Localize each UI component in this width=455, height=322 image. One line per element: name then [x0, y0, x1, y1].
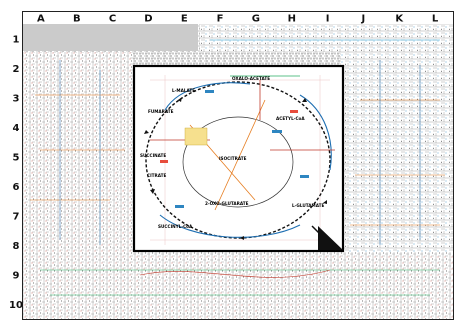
row-header-4: 4 — [13, 123, 20, 134]
row-header-7: 7 — [13, 211, 20, 222]
oxoglutarate-label: 2-OXO-GLUTARATE — [205, 201, 249, 206]
row-header-10: 10 — [9, 300, 23, 311]
column-header-h: H — [288, 14, 296, 25]
column-header-i: I — [326, 14, 330, 25]
row-header-1: 1 — [13, 34, 20, 45]
column-header-d: D — [144, 14, 152, 25]
oxaloacetate-label: OXALO-ACETATE — [232, 76, 270, 81]
column-header-f: F — [217, 14, 224, 25]
fumarate-label: FUMARATE — [148, 109, 174, 114]
succinate-label: SUCCINATE — [140, 153, 166, 158]
column-header-l: L — [432, 14, 439, 25]
column-header-a: A — [37, 14, 45, 25]
tca-cycle-inset: L-MALATE FUMARATE SUCCINATE CITRATE ISOC… — [134, 66, 343, 251]
row-header-9: 9 — [13, 270, 20, 281]
row-header-8: 8 — [13, 241, 20, 252]
succinyl-coa-label: SUCCINYL-CoA — [158, 224, 193, 229]
row-headers: 1 2 3 4 5 6 7 8 9 10 — [9, 24, 23, 319]
column-header-bar — [23, 12, 453, 24]
row-header-6: 6 — [13, 182, 20, 193]
citrate-label: CITRATE — [147, 173, 166, 178]
header-panel — [23, 24, 198, 51]
column-header-c: C — [109, 14, 116, 25]
row-header-2: 2 — [13, 64, 20, 75]
glutamate-label: L-GLUTAMATE — [292, 203, 324, 208]
column-header-g: G — [252, 14, 260, 25]
column-header-k: K — [395, 14, 404, 25]
row-header-3: 3 — [13, 93, 20, 104]
row-header-5: 5 — [13, 152, 20, 163]
isocitrate-label: ISOCITRATE — [219, 156, 247, 161]
column-header-j: J — [361, 14, 366, 25]
column-header-b: B — [73, 14, 81, 25]
column-headers: A B C D E F G H I J K L — [23, 12, 453, 25]
acetyl-coa-label: ACETYL-CoA — [276, 116, 305, 121]
malate-label: L-MALATE — [172, 88, 195, 93]
column-header-e: E — [181, 14, 188, 25]
